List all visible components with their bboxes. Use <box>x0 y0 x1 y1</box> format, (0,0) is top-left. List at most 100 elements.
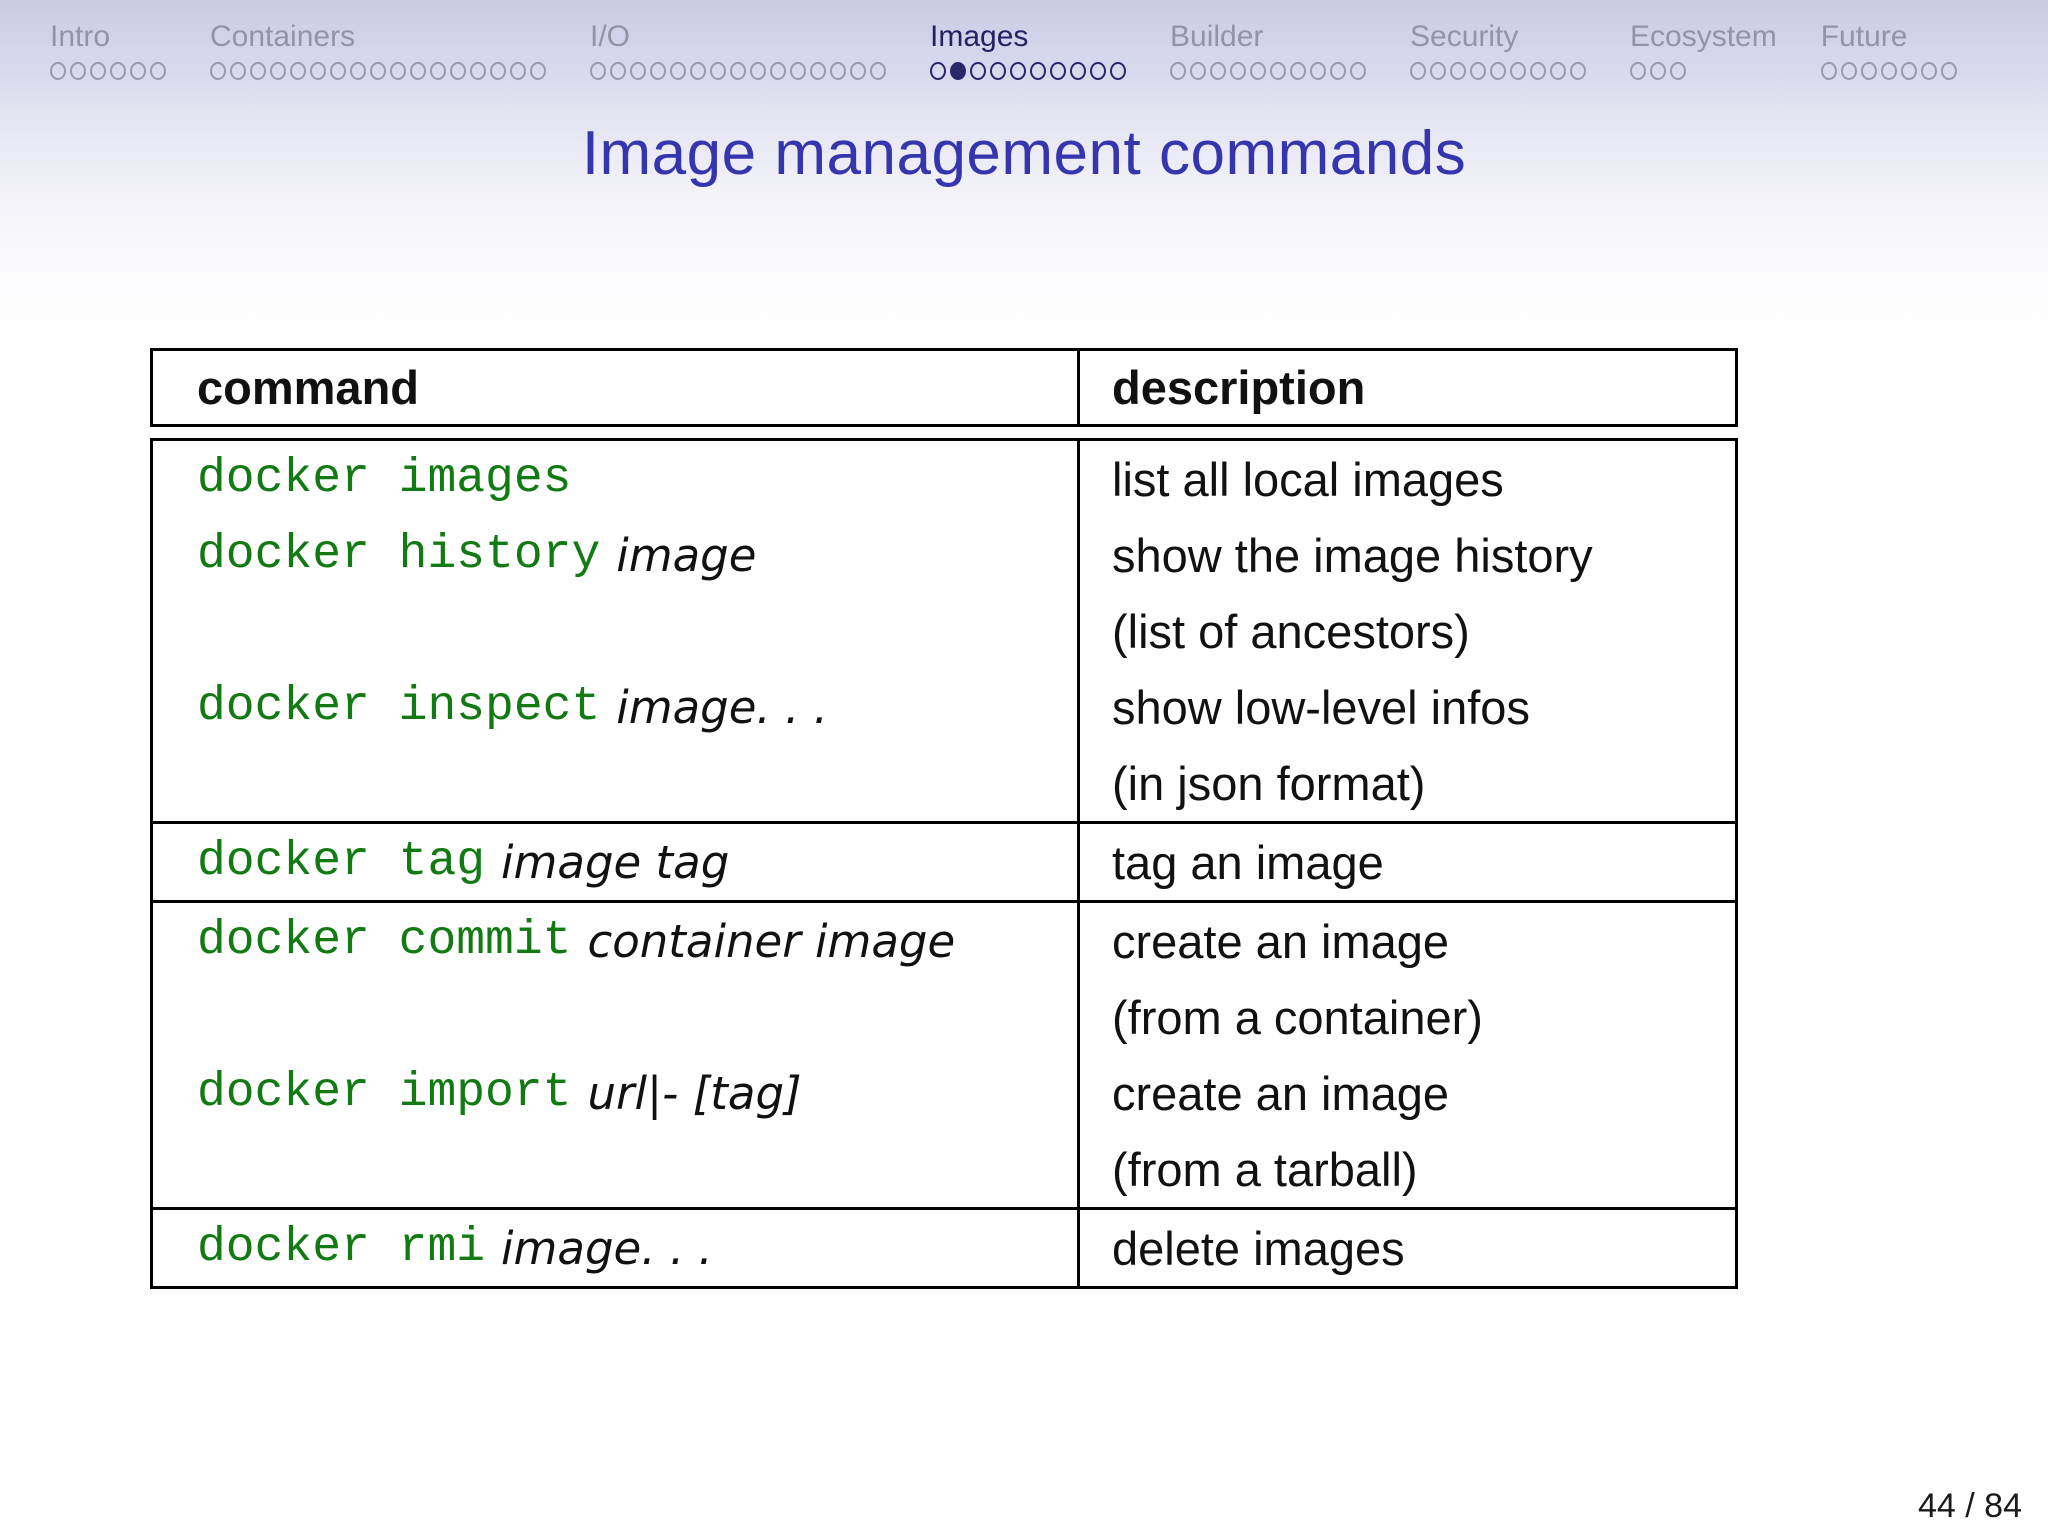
slide-dot[interactable] <box>410 62 426 80</box>
slide-dot[interactable] <box>1250 62 1266 80</box>
slide-dot[interactable] <box>250 62 266 80</box>
slide-dot[interactable] <box>1650 62 1666 80</box>
slide-dot[interactable] <box>430 62 446 80</box>
slide-dot[interactable] <box>1530 62 1546 80</box>
slide-dot[interactable] <box>1550 62 1566 80</box>
nav-section-label[interactable]: Builder <box>1170 20 1264 53</box>
slide-dot[interactable] <box>1050 62 1066 80</box>
slide-dot[interactable] <box>990 62 1006 80</box>
slide-dot[interactable] <box>970 62 986 80</box>
slide-dot[interactable] <box>1570 62 1586 80</box>
slide-dot[interactable] <box>1510 62 1526 80</box>
nav-section-label[interactable]: Intro <box>50 20 111 53</box>
slide-dot[interactable] <box>1940 62 1957 80</box>
slide-dot[interactable] <box>50 62 66 80</box>
nav-section-i-o[interactable]: I/O <box>590 22 886 81</box>
slide-dot[interactable] <box>470 62 486 80</box>
slide-dot[interactable] <box>810 62 826 80</box>
nav-section-label[interactable]: I/O <box>590 20 631 53</box>
nav-section-images[interactable]: Images <box>930 22 1126 81</box>
command-text: docker rmi <box>197 1221 486 1275</box>
slide-dot[interactable] <box>1880 62 1897 80</box>
slide-dot[interactable] <box>530 62 546 80</box>
slide-dot[interactable] <box>710 62 726 80</box>
slide-dot[interactable] <box>90 62 106 80</box>
slide-dot[interactable] <box>450 62 466 80</box>
slide-dot[interactable] <box>130 62 146 80</box>
slide-dot[interactable] <box>510 62 526 80</box>
slide-dot[interactable] <box>70 62 86 80</box>
slide-dot[interactable] <box>1350 62 1366 80</box>
slide-dot[interactable] <box>1090 62 1106 80</box>
slide-dot[interactable] <box>790 62 806 80</box>
slide-dot[interactable] <box>290 62 306 80</box>
slide-dot[interactable] <box>1230 62 1246 80</box>
slide-dot[interactable] <box>1670 62 1686 80</box>
nav-section-ecosystem[interactable]: Ecosystem <box>1630 22 1777 81</box>
nav-section-label[interactable]: Security <box>1410 20 1519 53</box>
slide-dot[interactable] <box>1900 62 1917 80</box>
nav-section-label[interactable]: Future <box>1820 20 1908 53</box>
slide-dot[interactable] <box>270 62 286 80</box>
table-header-description: description <box>1077 351 1735 424</box>
slide-dot[interactable] <box>1110 62 1126 80</box>
slide-dot[interactable] <box>590 62 606 80</box>
nav-section-security[interactable]: Security <box>1410 22 1586 81</box>
description-column-cell: create an image(from a container)create … <box>1077 903 1735 1207</box>
slide-dot[interactable] <box>950 62 966 80</box>
slide-dot[interactable] <box>610 62 626 80</box>
slide-dot[interactable] <box>230 62 246 80</box>
nav-section-future[interactable]: Future <box>1820 20 1957 81</box>
slide-dot[interactable] <box>1630 62 1646 80</box>
slide-dot[interactable] <box>690 62 706 80</box>
slide-dot[interactable] <box>1840 62 1857 80</box>
slide-dot[interactable] <box>110 62 126 80</box>
slide-dot[interactable] <box>730 62 746 80</box>
slide-dot[interactable] <box>850 62 866 80</box>
slide-dot[interactable] <box>1070 62 1086 80</box>
slide-dot[interactable] <box>1410 62 1426 80</box>
slide-dot[interactable] <box>930 62 946 80</box>
slide-dot[interactable] <box>1430 62 1446 80</box>
slide-dot[interactable] <box>1860 62 1877 80</box>
slide-dot[interactable] <box>1190 62 1206 80</box>
slide-dot[interactable] <box>1820 62 1837 80</box>
slide-dot[interactable] <box>750 62 766 80</box>
slide-dot[interactable] <box>1330 62 1346 80</box>
slide-dot[interactable] <box>1310 62 1326 80</box>
slide-dot[interactable] <box>370 62 386 80</box>
command-text: docker history <box>197 528 601 582</box>
slide-dot[interactable] <box>330 62 346 80</box>
slide-dot[interactable] <box>870 62 886 80</box>
slide-dot[interactable] <box>1920 62 1937 80</box>
nav-section-label[interactable]: Images <box>930 20 1029 53</box>
slide-dot[interactable] <box>1170 62 1186 80</box>
nav-section-builder[interactable]: Builder <box>1170 22 1366 81</box>
slide-dot[interactable] <box>1010 62 1026 80</box>
slide-dot[interactable] <box>830 62 846 80</box>
slide-dot[interactable] <box>310 62 326 80</box>
slide-dot[interactable] <box>1270 62 1286 80</box>
slide-dot[interactable] <box>1210 62 1226 80</box>
nav-section-containers[interactable]: Containers <box>210 22 546 81</box>
slide-dot[interactable] <box>490 62 506 80</box>
slide-dot[interactable] <box>1490 62 1506 80</box>
slide-dot[interactable] <box>210 62 226 80</box>
slide-dot[interactable] <box>150 62 166 80</box>
slide-dot[interactable] <box>1450 62 1466 80</box>
nav-section-intro[interactable]: Intro <box>50 22 166 81</box>
slide-dot[interactable] <box>1030 62 1046 80</box>
slide-dot[interactable] <box>670 62 686 80</box>
slide-dot[interactable] <box>350 62 366 80</box>
slide-dot[interactable] <box>1470 62 1486 80</box>
slide-dot[interactable] <box>1290 62 1306 80</box>
nav-section-label[interactable]: Ecosystem <box>1630 20 1777 53</box>
description-line: list all local images <box>1080 441 1735 517</box>
slide-dot[interactable] <box>630 62 646 80</box>
nav-section-label[interactable]: Containers <box>210 20 356 53</box>
slide-dot[interactable] <box>650 62 666 80</box>
slide-dot[interactable] <box>770 62 786 80</box>
slide-dot[interactable] <box>390 62 406 80</box>
